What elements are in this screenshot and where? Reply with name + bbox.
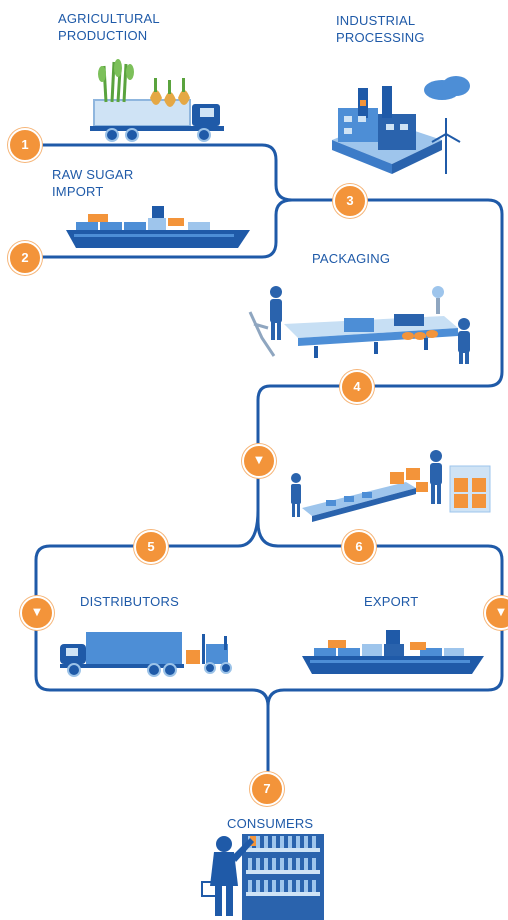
label-line: AGRICULTURAL bbox=[58, 11, 160, 26]
down-arrow-icon: ▼ bbox=[242, 444, 276, 478]
cargo-ship-icon bbox=[66, 206, 250, 248]
label-line: IMPORT bbox=[52, 184, 104, 199]
step-badge-6: 6 bbox=[342, 530, 376, 564]
line-to-distributors bbox=[34, 508, 270, 792]
packaging-line-icon bbox=[248, 286, 470, 364]
step-badge-3: 3 bbox=[333, 184, 367, 218]
raw-sugar-import-label: RAW SUGAR IMPORT bbox=[52, 166, 134, 200]
label-line: RAW SUGAR bbox=[52, 167, 134, 182]
sugarcane-truck-icon bbox=[90, 59, 224, 142]
label-line: PRODUCTION bbox=[58, 28, 148, 43]
line-3-to-4 bbox=[256, 198, 504, 548]
consumer-shelf-icon bbox=[201, 834, 324, 920]
export-ship-icon bbox=[302, 630, 484, 674]
line-2-to-3 bbox=[38, 198, 294, 259]
delivery-truck-icon bbox=[60, 632, 232, 677]
step-badge-5: 5 bbox=[134, 530, 168, 564]
label-line: INDUSTRIAL bbox=[336, 13, 416, 28]
line-to-export bbox=[266, 544, 504, 708]
step-badge-1: 1 bbox=[8, 128, 42, 162]
warehouse-icon bbox=[291, 450, 491, 522]
agricultural-production-label: AGRICULTURAL PRODUCTION bbox=[58, 10, 160, 44]
consumers-label: CONSUMERS bbox=[227, 816, 314, 831]
line-1-to-3 bbox=[38, 143, 294, 202]
step-badge-4: 4 bbox=[340, 370, 374, 404]
down-arrow-icon: ▼ bbox=[20, 596, 54, 630]
factory-icon bbox=[332, 76, 470, 174]
industrial-processing-label: INDUSTRIAL PROCESSING bbox=[336, 12, 425, 46]
label-line: PROCESSING bbox=[336, 30, 425, 45]
export-label: EXPORT bbox=[364, 594, 419, 609]
packaging-label: PACKAGING bbox=[312, 251, 391, 266]
step-badge-2: 2 bbox=[8, 241, 42, 275]
distributors-label: DISTRIBUTORS bbox=[80, 594, 179, 609]
down-arrow-icon: ▼ bbox=[484, 596, 508, 630]
step-badge-7: 7 bbox=[250, 772, 284, 806]
